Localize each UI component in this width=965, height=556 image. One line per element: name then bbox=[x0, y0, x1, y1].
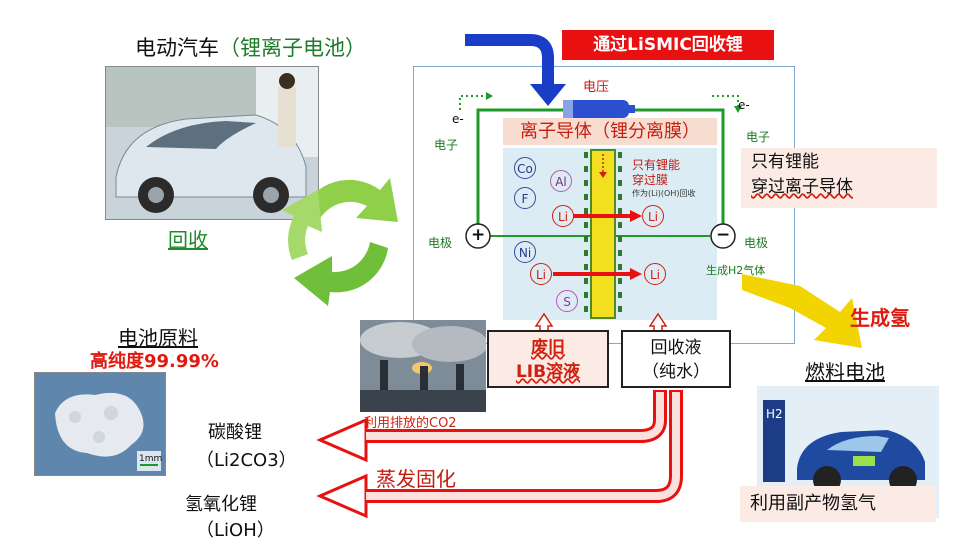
electron-right-label: 电子 bbox=[746, 130, 771, 144]
ion-li-right-lower: Li bbox=[644, 263, 666, 285]
only-li-line2: 穿过离子导体 bbox=[751, 177, 853, 197]
product-arrow-upper bbox=[316, 417, 368, 463]
ion-f: F bbox=[514, 187, 536, 209]
electron-left-symbol: e- bbox=[452, 112, 464, 126]
membrane-small-note: 作为(Li)(OH)回收 bbox=[632, 189, 696, 198]
electron-arrow-right bbox=[712, 95, 739, 108]
negative-terminal-icon bbox=[710, 223, 736, 249]
h2-gas-label: 生成H2气体 bbox=[706, 264, 766, 277]
li2co3-formula: （Li2CO3） bbox=[196, 450, 297, 471]
left-wire bbox=[476, 108, 563, 230]
li2co3-name: 碳酸锂 bbox=[208, 422, 262, 443]
lioh-name: 氢氧化锂 bbox=[185, 494, 257, 515]
inflow-arrow-recovery bbox=[648, 312, 668, 333]
inflow-arrow-waste bbox=[534, 312, 554, 333]
electrode-left-label: 电极 bbox=[428, 236, 453, 250]
ion-li-left-upper: Li bbox=[552, 205, 574, 227]
waste-lib-box: 废旧 LIB溶液 bbox=[487, 330, 609, 388]
ev-title-sub: （锂离子电池） bbox=[219, 36, 366, 60]
input-arrow bbox=[465, 34, 554, 84]
lioh-formula: （LiOH） bbox=[196, 520, 275, 541]
ion-s: S bbox=[556, 290, 578, 312]
membrane-note: 只有锂能 穿过膜 bbox=[632, 158, 681, 187]
lithium-powder-image: 1mm bbox=[34, 372, 166, 476]
product-arrow-lower bbox=[316, 473, 368, 519]
h2-sign: H2 bbox=[766, 407, 783, 421]
h2-arrow bbox=[742, 274, 862, 348]
lismic-banner: 通过LiSMIC回收锂 bbox=[562, 30, 774, 60]
scale-label: 1mm bbox=[139, 454, 162, 464]
electrode-right-label: 电极 bbox=[744, 236, 769, 250]
recovery-line1: 回收液 bbox=[650, 338, 702, 358]
factory-co2-image bbox=[360, 320, 486, 412]
electron-arrow-left bbox=[459, 95, 486, 110]
right-wire bbox=[634, 108, 725, 230]
only-li-note: 只有锂能 穿过离子导体 bbox=[741, 148, 937, 208]
generate-h2-label: 生成氢 bbox=[850, 306, 910, 330]
fuel-cell-caption: 利用副产物氢气 bbox=[740, 486, 936, 522]
input-arrow-head bbox=[530, 84, 566, 106]
electric-car-photo bbox=[105, 66, 319, 220]
positive-terminal-icon bbox=[465, 223, 491, 249]
recovery-liquid-box: 回收液 （纯水） bbox=[621, 330, 731, 388]
voltage-label: 电压 bbox=[583, 80, 610, 95]
waste-line2: LIB溶液 bbox=[515, 362, 581, 382]
ion-li-right-upper: Li bbox=[642, 205, 664, 227]
recycle-arrows-icon bbox=[270, 160, 415, 310]
ion-al: Al bbox=[550, 170, 572, 192]
ion-conductor-title: 离子导体（锂分离膜） bbox=[503, 118, 717, 145]
materials-title: 电池原料 bbox=[118, 326, 198, 350]
plus-symbol: + bbox=[471, 225, 486, 245]
battery-icon bbox=[563, 100, 629, 118]
fuel-cell-title: 燃料电池 bbox=[805, 360, 885, 384]
electron-left-label: 电子 bbox=[434, 138, 459, 152]
recycle-label: 回收 bbox=[168, 228, 208, 252]
ion-ni: Ni bbox=[514, 241, 536, 263]
purity-label: 高纯度99.99% bbox=[90, 351, 219, 372]
ev-title-main: 电动汽车 bbox=[135, 36, 219, 60]
recovery-line2: （纯水） bbox=[642, 362, 710, 382]
ion-li-left-lower: Li bbox=[530, 263, 552, 285]
co2-label: 利用排放的CO2 bbox=[364, 416, 457, 431]
minus-symbol: − bbox=[716, 225, 731, 245]
waste-line1: 废旧 bbox=[531, 338, 565, 358]
ev-title: 电动汽车（锂离子电池） bbox=[135, 32, 366, 62]
only-li-line1: 只有锂能 bbox=[751, 152, 819, 172]
evaporation-label: 蒸发固化 bbox=[376, 467, 456, 491]
electron-right-symbol: e- bbox=[738, 98, 750, 112]
ion-co: Co bbox=[514, 157, 536, 179]
